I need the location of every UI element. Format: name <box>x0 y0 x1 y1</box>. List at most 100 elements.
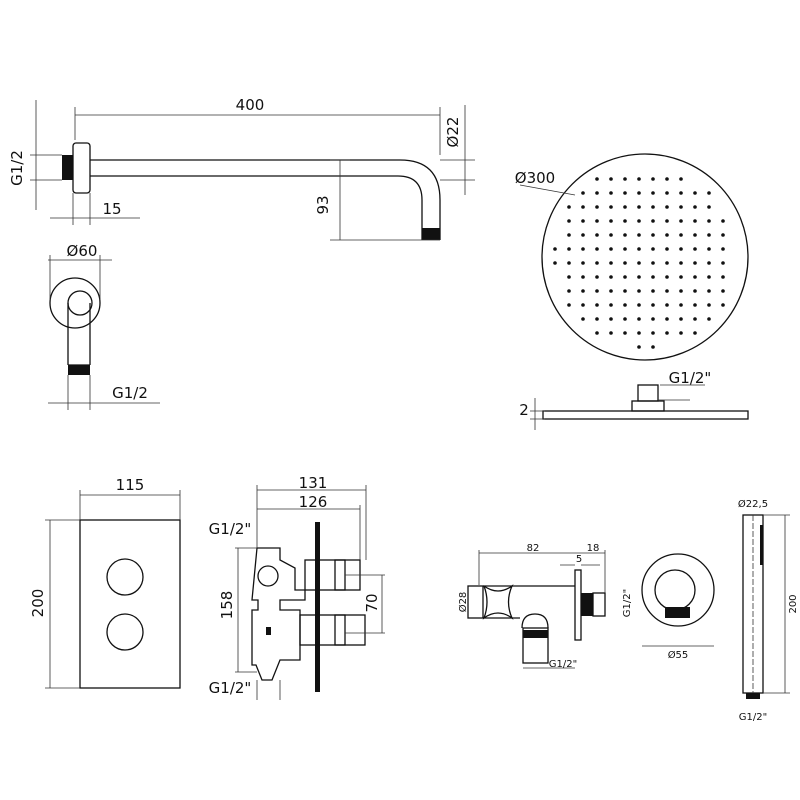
hand-shower-length-label: 200 <box>788 594 799 613</box>
nozzle-dot <box>609 261 613 265</box>
nozzle-dot <box>665 317 669 321</box>
nozzle-dot <box>595 317 599 321</box>
nozzle-dots <box>553 177 725 349</box>
nozzle-dot <box>679 233 683 237</box>
nozzle-dot <box>609 219 613 223</box>
nozzle-dot <box>679 303 683 307</box>
nozzle-dot <box>581 261 585 265</box>
nozzle-dot <box>693 191 697 195</box>
outlet-length-label: 82 <box>527 543 540 554</box>
nozzle-dot <box>679 177 683 181</box>
nozzle-dot <box>665 247 669 251</box>
nozzle-dot <box>609 275 613 279</box>
flange-thread-label: G1/2 <box>112 384 148 402</box>
head-diameter-label: Ø300 <box>515 169 555 187</box>
outlet-flange-label: 18 <box>587 543 600 554</box>
valve-body: 131 126 158 70 G1/2" G1/2" <box>209 474 385 700</box>
nozzle-dot <box>707 317 711 321</box>
nozzle-dot <box>665 261 669 265</box>
nozzle-dot <box>693 205 697 209</box>
nozzle-dot <box>637 345 641 349</box>
nozzle-dot <box>665 289 669 293</box>
nozzle-dot <box>721 289 725 293</box>
nozzle-dot <box>581 205 585 209</box>
nozzle-dot <box>721 261 725 265</box>
nozzle-dot <box>707 219 711 223</box>
nozzle-dot <box>637 205 641 209</box>
valve-depth-inner-label: 126 <box>299 493 328 511</box>
nozzle-dot <box>623 331 627 335</box>
nozzle-dot <box>595 289 599 293</box>
nozzle-dot <box>595 219 599 223</box>
nozzle-dot <box>693 219 697 223</box>
nozzle-dot <box>651 219 655 223</box>
nozzle-dot <box>567 219 571 223</box>
plate-width-label: 115 <box>116 476 145 494</box>
nozzle-dot <box>693 275 697 279</box>
nozzle-dot <box>679 247 683 251</box>
nozzle-dot <box>595 331 599 335</box>
outlet-plate-label: 5 <box>576 554 582 565</box>
nozzle-dot <box>567 261 571 265</box>
valve-height-label: 158 <box>218 591 236 620</box>
nozzle-dot <box>721 275 725 279</box>
nozzle-dot <box>623 247 627 251</box>
nozzle-dot <box>679 317 683 321</box>
flange-diameter-label: Ø60 <box>67 242 98 260</box>
nozzle-dot <box>651 191 655 195</box>
nozzle-dot <box>693 317 697 321</box>
nozzle-dot <box>651 233 655 237</box>
nozzle-dot <box>693 303 697 307</box>
outlet-bottom-thread-label: G1/2" <box>549 659 577 670</box>
outlet-front-diameter-label: Ø55 <box>668 649 689 661</box>
nozzle-dot <box>609 205 613 209</box>
arm-flange-view: Ø60 G1/2 <box>48 242 160 410</box>
nozzle-dot <box>693 331 697 335</box>
nozzle-dot <box>665 303 669 307</box>
nozzle-dot <box>665 177 669 181</box>
nozzle-dot <box>679 289 683 293</box>
nozzle-dot <box>595 177 599 181</box>
nozzle-dot <box>679 275 683 279</box>
nozzle-dot <box>637 331 641 335</box>
nozzle-dot <box>679 261 683 265</box>
nozzle-dot <box>707 261 711 265</box>
nozzle-dot <box>679 331 683 335</box>
nozzle-dot <box>665 191 669 195</box>
nozzle-dot <box>651 247 655 251</box>
nozzle-dot <box>581 275 585 279</box>
nozzle-dot <box>665 331 669 335</box>
nozzle-dot <box>567 205 571 209</box>
nozzle-dot <box>623 317 627 321</box>
arm-flange-label: 15 <box>102 200 121 218</box>
nozzle-dot <box>567 275 571 279</box>
nozzle-dot <box>623 289 627 293</box>
head-thickness-label: 2 <box>519 401 529 419</box>
nozzle-dot <box>707 289 711 293</box>
nozzle-dot <box>637 261 641 265</box>
nozzle-dot <box>623 261 627 265</box>
nozzle-dot <box>595 205 599 209</box>
nozzle-dot <box>567 247 571 251</box>
nozzle-dot <box>595 247 599 251</box>
nozzle-dot <box>581 233 585 237</box>
nozzle-dot <box>623 191 627 195</box>
nozzle-dot <box>637 247 641 251</box>
nozzle-dot <box>707 205 711 209</box>
nozzle-dot <box>553 261 557 265</box>
nozzle-dot <box>609 289 613 293</box>
nozzle-dot <box>651 177 655 181</box>
nozzle-dot <box>623 205 627 209</box>
nozzle-dot <box>609 177 613 181</box>
nozzle-dot <box>637 191 641 195</box>
nozzle-dot <box>651 331 655 335</box>
nozzle-dot <box>679 219 683 223</box>
nozzle-dot <box>609 247 613 251</box>
nozzle-dot <box>637 275 641 279</box>
nozzle-dot <box>651 345 655 349</box>
nozzle-dot <box>707 233 711 237</box>
outlet-diameter-label: Ø28 <box>457 592 469 613</box>
nozzle-dot <box>665 275 669 279</box>
valve-inlet-bottom-label: G1/2" <box>209 679 252 697</box>
